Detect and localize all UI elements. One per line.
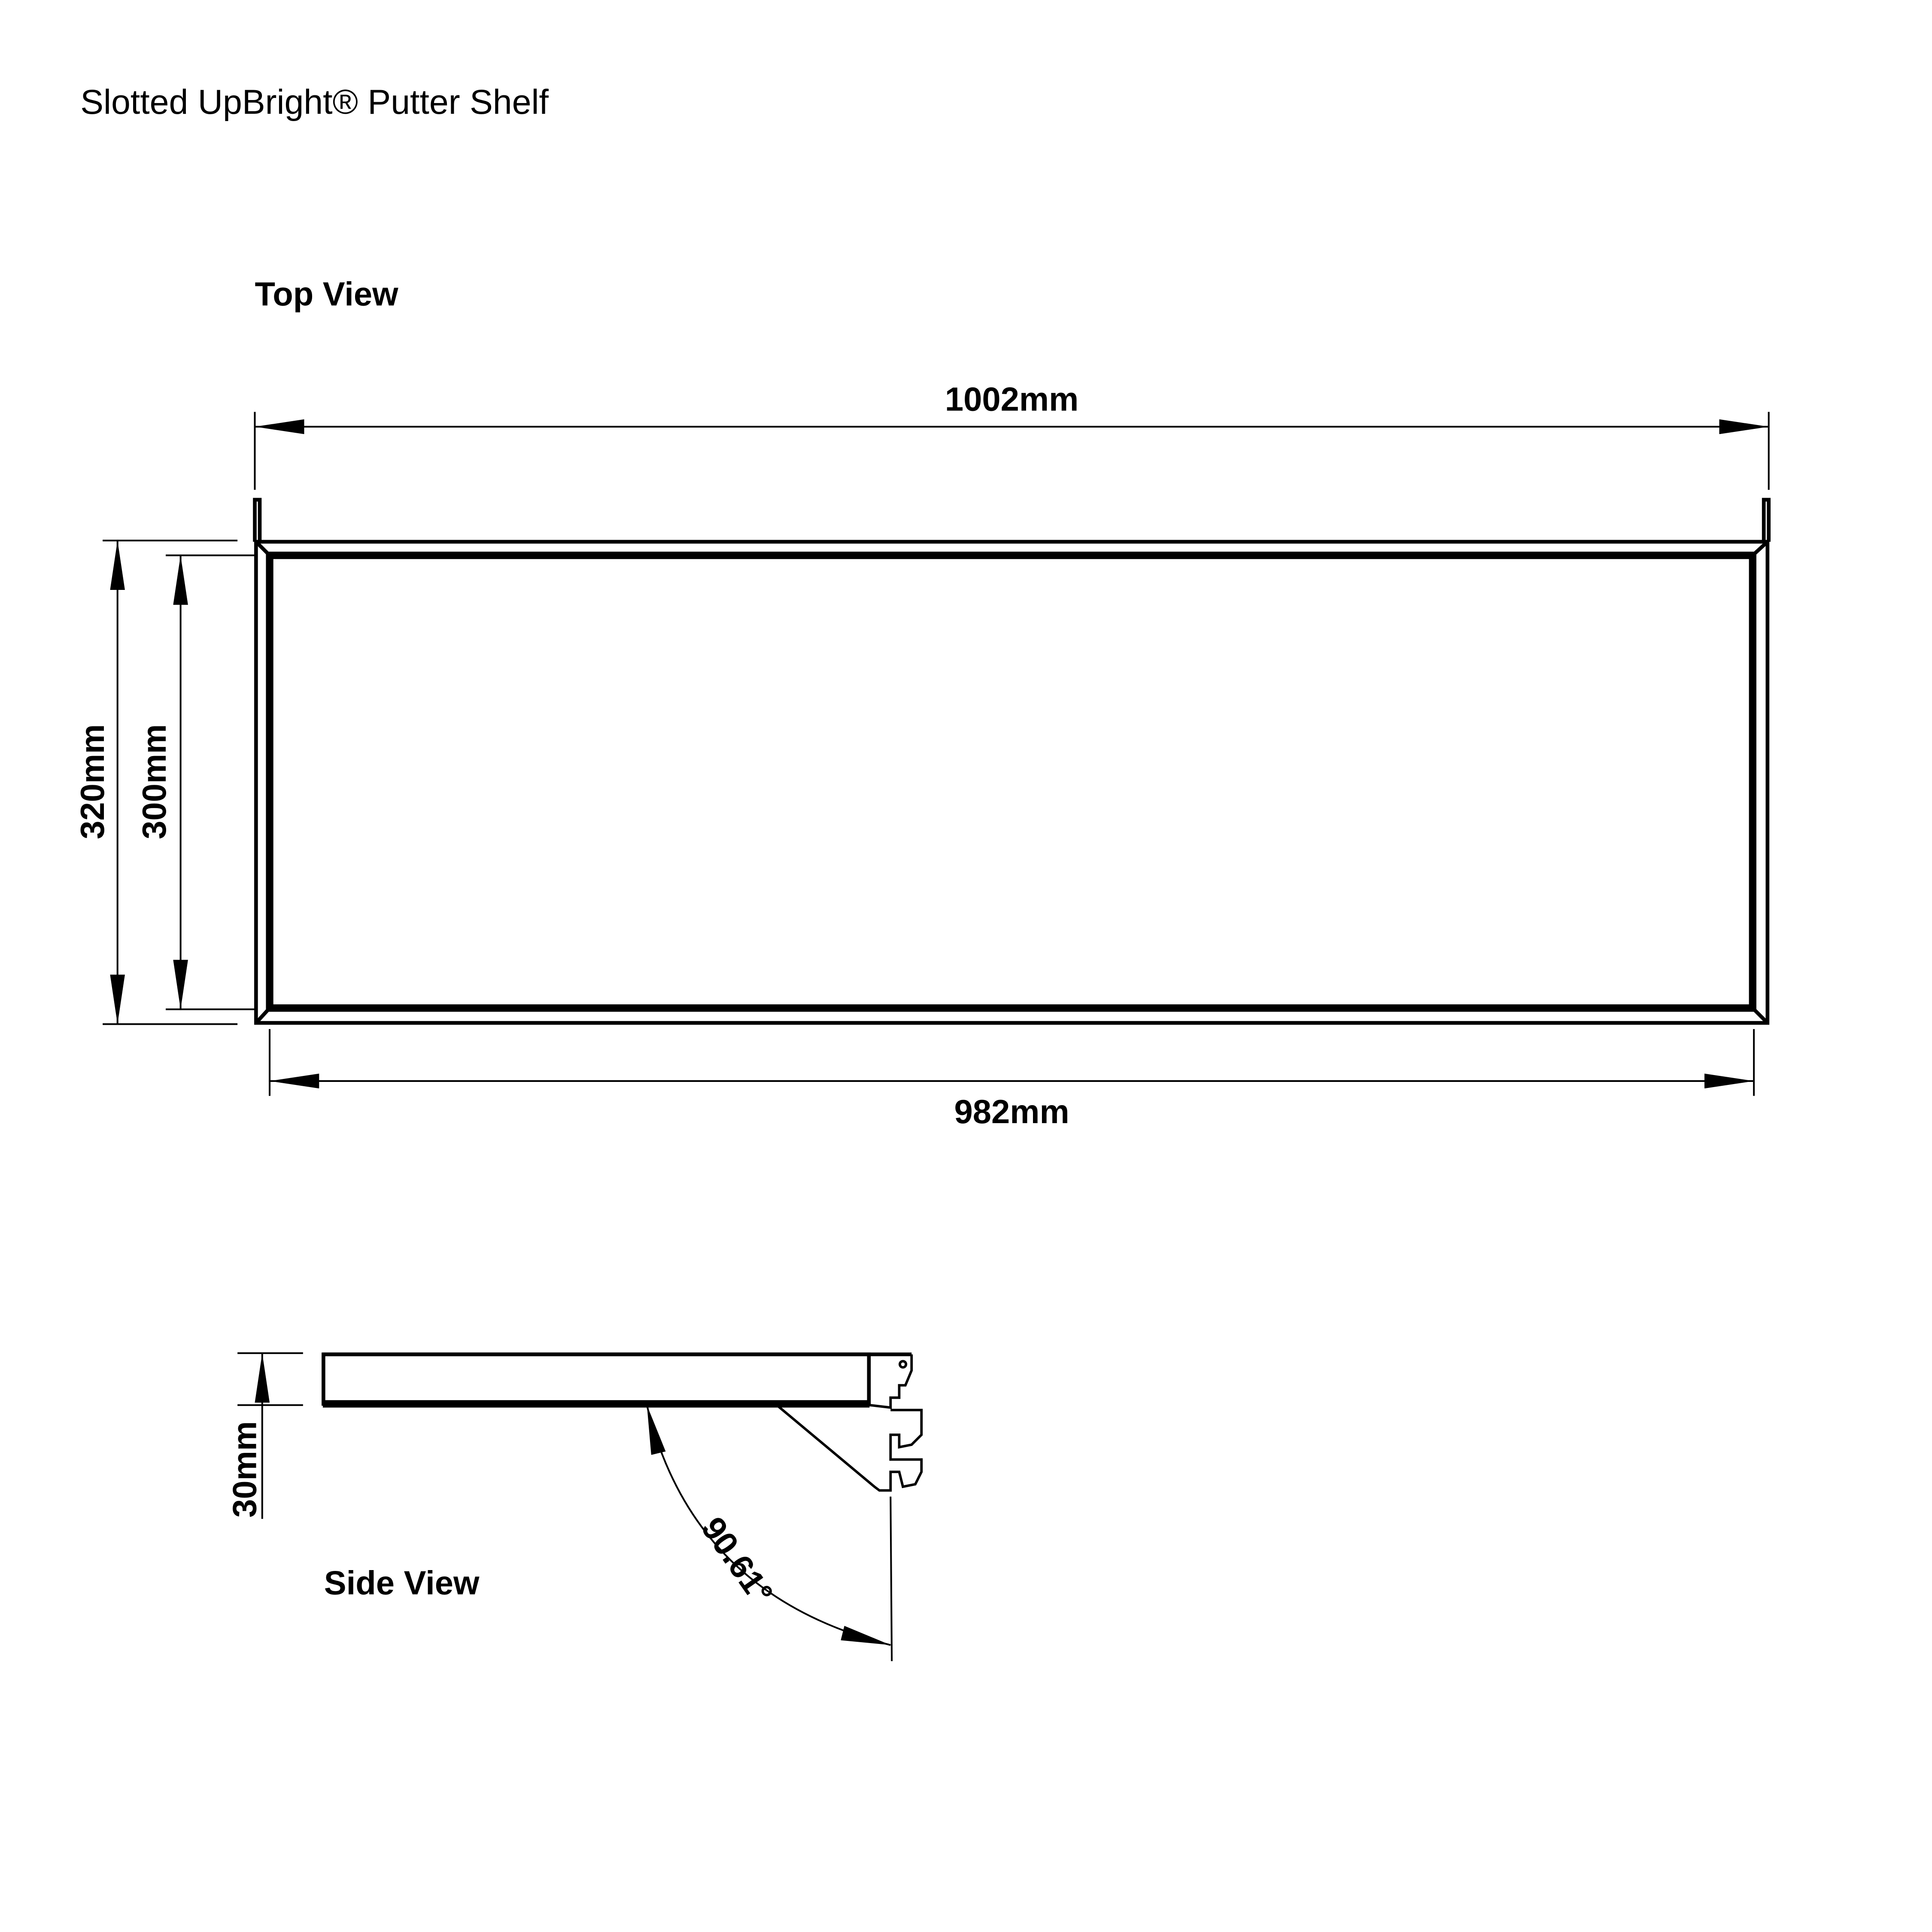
- bracket: [776, 1404, 923, 1492]
- dimension-label-320: 320mm: [74, 724, 111, 839]
- dimension-label-30: 30mm: [226, 1421, 263, 1518]
- right-slot-tab: [1762, 498, 1771, 542]
- side-view: 30mm 90.61° Side View: [226, 1352, 923, 1662]
- dimension-label-1002: 1002mm: [945, 381, 1078, 418]
- dimension-overall-width: 1002mm: [254, 381, 1770, 490]
- shelf-outline-top: [253, 498, 1771, 1025]
- shelf-profile-side: [322, 1352, 923, 1492]
- dimension-label-982: 982mm: [954, 1094, 1069, 1130]
- top-view-label: Top View: [255, 276, 398, 313]
- dimension-inner-width: 982mm: [269, 1029, 1755, 1130]
- dimension-label-300: 300mm: [136, 724, 173, 839]
- top-view: Top View 1002mm 982mm 32: [74, 276, 1771, 1130]
- dimension-overall-depth: 320mm: [74, 539, 238, 1025]
- drawing-title: Slotted UpBright® Putter Shelf: [80, 83, 549, 122]
- dimension-angle: 90.61°: [646, 1405, 893, 1662]
- dimension-inner-depth: 300mm: [136, 554, 255, 1010]
- side-view-label: Side View: [324, 1565, 480, 1602]
- dimension-height: 30mm: [226, 1352, 303, 1519]
- left-slot-tab: [253, 498, 262, 542]
- dimension-label-angle: 90.61°: [694, 1510, 780, 1611]
